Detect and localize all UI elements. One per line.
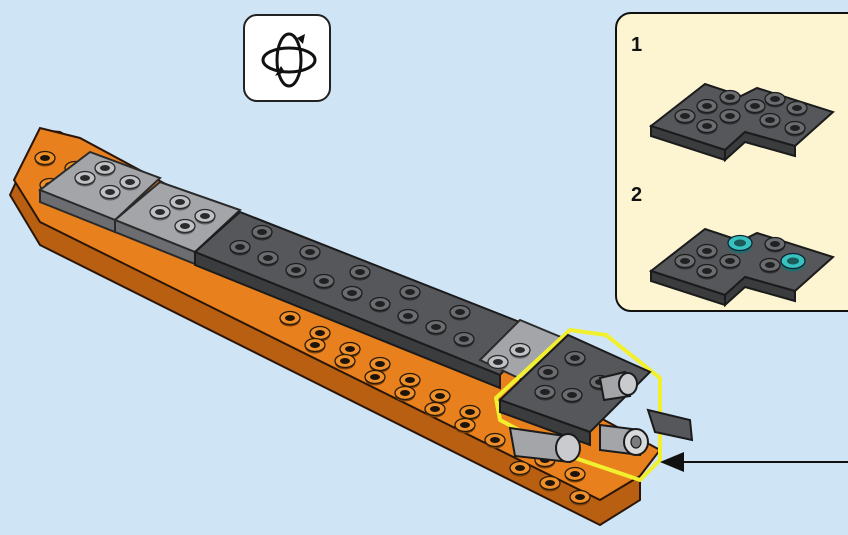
substep-panel: 1 2	[615, 12, 848, 312]
substep-2-plate-with-teal	[648, 227, 835, 308]
dark-gray-long-plate-side	[194, 250, 501, 390]
substep-number-2: 2	[631, 184, 643, 206]
substep-1-dark-l-plate	[648, 82, 835, 163]
dark-bar-extension	[646, 408, 694, 442]
rotate-model-icon	[261, 32, 317, 88]
substep-number-1: 1	[631, 34, 643, 56]
rotate-model-icon-box	[243, 14, 331, 102]
arrow-left-icon	[660, 452, 684, 472]
